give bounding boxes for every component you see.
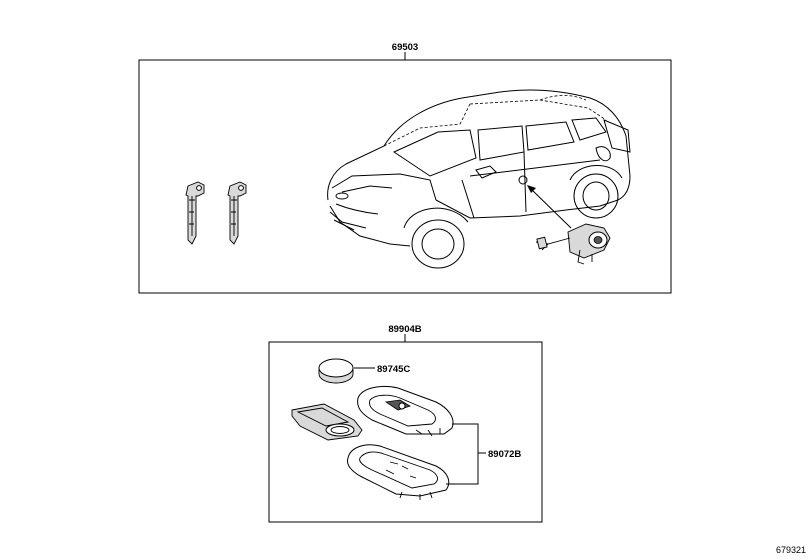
label-89072B: 89072B — [488, 449, 521, 460]
assembly-box-bottom — [268, 341, 543, 523]
label-69503: 69503 — [392, 42, 418, 53]
key-case-upper-icon — [357, 385, 454, 437]
arrow-head-icon — [527, 185, 536, 193]
vehicle-icon — [327, 89, 631, 269]
label-89745C: 89745C — [377, 364, 410, 375]
key-case-lower-icon — [347, 444, 450, 500]
bracket-89072B — [446, 423, 479, 485]
leader-door-cylinder — [529, 187, 572, 229]
battery-icon — [318, 358, 354, 384]
label-89904B: 89904B — [388, 324, 421, 335]
mechanical-key-left-icon — [185, 181, 205, 245]
door-lock-cylinder-icon — [535, 223, 611, 265]
assembly-box-top — [138, 59, 672, 294]
figure-id: 679321 — [776, 545, 806, 555]
mechanical-key-right-icon — [227, 181, 247, 245]
key-inner-plate-icon — [291, 403, 363, 441]
